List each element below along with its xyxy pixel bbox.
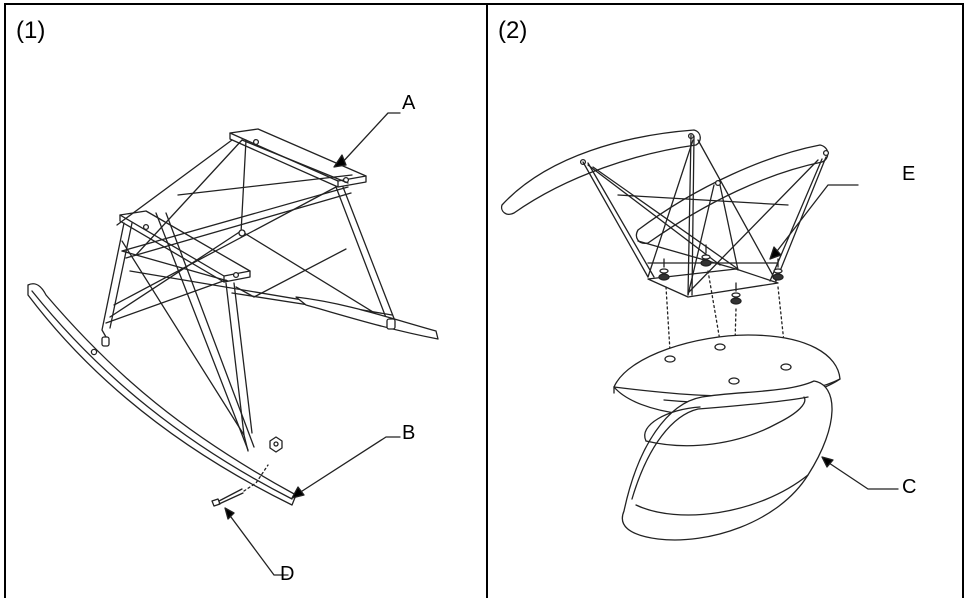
top-mount-bar-front bbox=[120, 211, 250, 282]
nut bbox=[270, 437, 282, 452]
step-number: (1) bbox=[16, 17, 46, 44]
leader-line-c bbox=[826, 461, 898, 489]
wire-base bbox=[583, 135, 826, 297]
bolt-d bbox=[212, 489, 243, 506]
callout-label-d: D bbox=[280, 563, 295, 585]
wire-rods bbox=[102, 140, 395, 451]
callout-label-b: B bbox=[402, 422, 416, 444]
leader-arrow-d bbox=[225, 508, 234, 519]
hardware-set-e bbox=[659, 245, 783, 304]
leader-line-d bbox=[228, 513, 288, 575]
wire-base-with-rocker-illustration bbox=[6, 5, 486, 600]
leader-line-a bbox=[340, 113, 400, 165]
leader-arrow-a bbox=[334, 155, 346, 167]
leader-line-b bbox=[296, 437, 400, 495]
leader-arrow-b bbox=[292, 487, 304, 498]
callout-label-c: C bbox=[902, 476, 917, 498]
leader-arrow-c bbox=[822, 457, 833, 467]
callout-label-e: E bbox=[902, 163, 916, 185]
chair-assembly-illustration bbox=[488, 5, 964, 600]
step-number: (2) bbox=[498, 17, 528, 44]
leader-arrow-e bbox=[770, 247, 781, 259]
leader-line-e bbox=[774, 185, 858, 255]
panel-step-1: (1) bbox=[6, 5, 486, 598]
callout-label-a: A bbox=[402, 92, 416, 114]
seat-shell bbox=[614, 335, 840, 540]
rocker-front bbox=[28, 284, 296, 505]
rocker-right bbox=[636, 145, 828, 243]
panel-step-2: (2) bbox=[486, 5, 964, 598]
rocker-back bbox=[296, 297, 438, 339]
instruction-frame: (1) bbox=[4, 3, 964, 598]
